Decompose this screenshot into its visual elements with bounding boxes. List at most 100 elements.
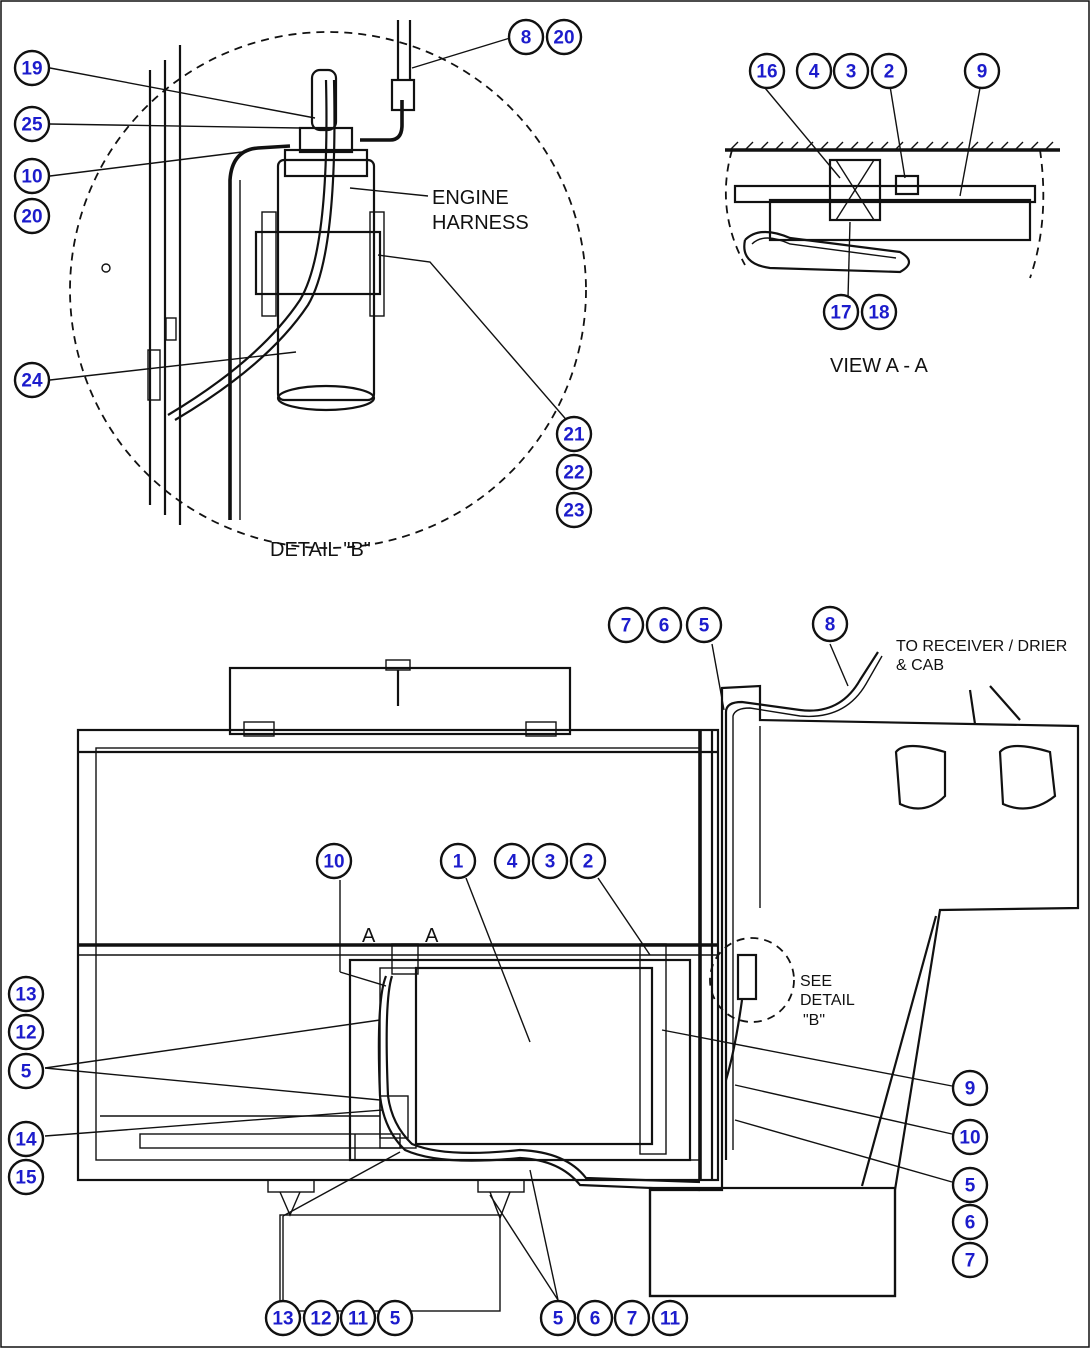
balloon-number: 16 [756,62,777,83]
balloon-number: 12 [310,1309,331,1330]
balloon-number: 13 [15,985,36,1006]
balloon-number: 5 [699,616,710,637]
balloon-circle [607,606,645,644]
balloon-number: 4 [809,62,820,83]
engine-harness-label-1: ENGINE [432,187,509,209]
balloon-number: 15 [15,1168,37,1189]
item-balloon-12: 12 [7,1013,45,1051]
balloon-circle [13,105,51,143]
item-balloon-17: 17 [822,293,860,331]
balloon-circle [302,1299,340,1337]
item-balloon-13: 13 [264,1299,302,1337]
item-balloon-10: 10 [315,842,353,880]
item-balloon-2: 2 [870,52,908,90]
item-balloon-15: 15 [7,1158,45,1196]
item-balloon-7: 7 [951,1241,989,1279]
balloon-number: 14 [15,1130,37,1151]
item-balloon-4: 4 [493,842,531,880]
engine-harness-label-2: HARNESS [432,212,529,234]
detail-b-callout [709,937,795,1023]
item-balloon-9: 9 [951,1069,989,1107]
item-balloon-24: 24 [13,361,51,399]
balloon-number: 13 [272,1309,293,1330]
top-housing [228,666,572,736]
item-balloon-16: 16 [748,52,786,90]
balloon-circle [545,18,583,56]
balloon-number: 3 [846,62,857,83]
balloon-number: 23 [563,501,584,522]
balloon-circle [822,293,860,331]
item-balloon-8: 8 [507,18,545,56]
balloon-circle [555,453,593,491]
item-balloon-5: 5 [685,606,723,644]
detail-b-view: ENGINE HARNESS DETAIL "B" [49,20,587,561]
balloon-number: 5 [21,1062,32,1083]
detail-b-circle [69,31,587,549]
section-mark-a-left: A [362,925,376,947]
balloon-circle [555,415,593,453]
balloon-number: 7 [627,1309,638,1330]
mounting-strap [254,230,382,296]
balloon-circle [576,1299,614,1337]
item-balloon-8: 8 [811,605,849,643]
balloon-circle [13,157,51,195]
balloon-number: 8 [521,28,532,49]
item-balloon-5: 5 [7,1052,45,1090]
item-balloon-6: 6 [951,1203,989,1241]
balloon-circle [555,491,593,529]
balloon-circle [439,842,477,880]
balloon-circle [811,605,849,643]
balloon-circle [870,52,908,90]
balloon-number: 6 [659,616,670,637]
balloon-circle [507,18,545,56]
balloon-circle [264,1299,302,1337]
battery-box [648,1186,897,1298]
item-balloon-20: 20 [545,18,583,56]
balloon-circle [685,606,723,644]
balloon-number: 17 [830,303,851,324]
balloon-circle [860,293,898,331]
balloon-circle [951,1118,989,1156]
balloon-circle [7,975,45,1013]
balloon-circle [951,1203,989,1241]
balloon-number: 22 [563,463,584,484]
item-balloon-14: 14 [7,1120,45,1158]
to-receiver-label-2: & CAB [896,657,944,674]
item-balloon-2: 2 [569,842,607,880]
item-balloon-23: 23 [555,491,593,529]
balloon-circle [951,1069,989,1107]
balloon-circle [315,842,353,880]
balloon-number: 3 [545,852,556,873]
balloon-number: 12 [15,1023,36,1044]
balloon-number: 6 [965,1213,976,1234]
item-balloon-11: 11 [651,1299,689,1337]
balloon-number: 2 [583,852,594,873]
item-balloon-10: 10 [951,1118,989,1156]
item-balloon-4: 4 [795,52,833,90]
balloon-number: 18 [868,303,889,324]
item-balloon-21: 21 [555,415,593,453]
item-balloon-22: 22 [555,453,593,491]
item-balloon-11: 11 [339,1299,377,1337]
balloon-circle [963,52,1001,90]
balloon-circle [832,52,870,90]
detail-b-title: DETAIL "B" [270,539,371,561]
balloon-circle [339,1299,377,1337]
balloon-number: 20 [553,28,574,49]
section-mark-a-right: A [425,925,439,947]
see-detail-label-3: "B" [803,1012,825,1029]
see-detail-label-1: SEE [800,973,832,990]
view-a-a: VIEW A - A [724,85,1060,377]
balloon-number: 8 [825,615,836,636]
condenser-core [348,958,692,1162]
balloon-number: 9 [965,1079,976,1100]
balloon-circle [13,361,51,399]
item-balloon-5: 5 [376,1299,414,1337]
balloon-circle [7,1052,45,1090]
balloon-number: 25 [21,115,43,136]
balloon-circle [493,842,531,880]
item-balloon-25: 25 [13,105,51,143]
item-balloon-19: 19 [13,49,51,87]
